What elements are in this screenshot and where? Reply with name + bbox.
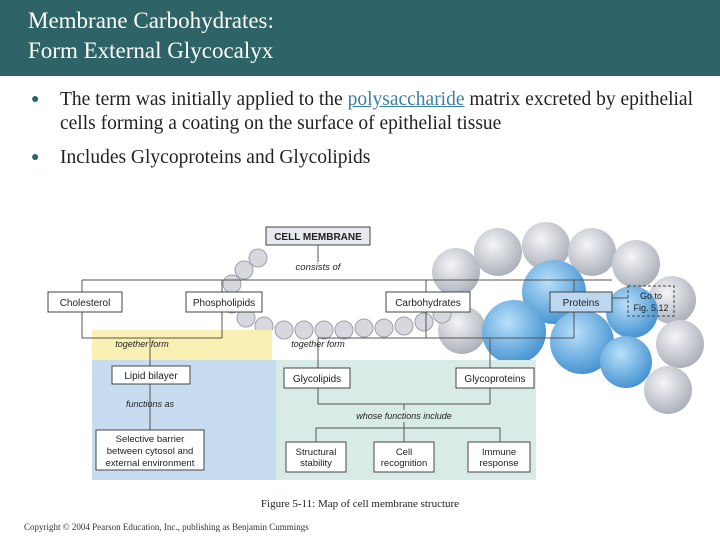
phospholipids-label: Phospholipids [193,298,255,309]
cell-recognition-label-line1: Cell [396,447,412,458]
title-bar: Membrane Carbohydrates: Form External Gl… [0,0,720,76]
cholesterol-box [47,291,123,313]
slide-title-line2: Form External Glycocalyx [28,38,274,63]
structural-stability-box [285,441,347,473]
slide-title-line1: Membrane Carbohydrates: [28,8,274,33]
cell-recognition-box [373,441,435,473]
bullet-item-includes: ● Includes Glycoproteins and Glycolipids [31,147,371,168]
glycoproteins-box [455,367,535,389]
glycolipids-label: Glycolipids [293,374,341,385]
cell-recognition-label-line2: recognition [381,458,427,469]
carbohydrates-label: Carbohydrates [395,298,461,309]
bullet-icon: ● [31,150,40,165]
proteins-label: Proteins [563,298,600,309]
selective-barrier-box [95,429,205,471]
immune-response-box [467,441,531,473]
cell-membrane-label: CELL MEMBRANE [274,232,362,243]
together-form-label-1: together form [115,339,169,349]
polysaccharide-link[interactable]: polysaccharide [347,89,465,110]
figure-caption: Figure 5-11: Map of cell membrane struct… [260,498,460,510]
consists-of-label: consists of [296,262,342,273]
goto-box [627,285,675,317]
carbohydrates-box [385,291,471,313]
connector-lines [81,245,628,442]
cholesterol-label: Cholesterol [60,298,111,309]
barrier-label-line3: external environment [106,458,195,469]
goto-label-line1: Go to [640,291,662,301]
barrier-label-line2: between cytosol and [107,446,194,457]
bullet-list: ● The term was initially applied to the … [28,88,708,180]
lipid-bilayer-label: Lipid bilayer [124,371,178,382]
bullet-icon: ● [31,92,40,107]
glycoproteins-label: Glycoproteins [464,374,525,385]
structural-label-line1: Structural [296,447,337,458]
phospholipids-box [185,291,263,313]
goto-label-line2: Fig. 5.12 [633,303,668,313]
functions-as-label: functions as [126,399,175,409]
bullet-item-definition: ● The term was initially applied to the … [31,89,694,134]
lipid-bilayer-box [111,365,191,385]
structural-label-line2: stability [300,458,332,469]
immune-label-line1: Immune [482,447,516,458]
cell-membrane-box [265,226,371,246]
together-form-label-2: together form [291,339,345,349]
protein-sphere-cluster [432,222,704,414]
immune-label-line2: response [479,458,518,469]
barrier-label-line1: Selective barrier [116,434,185,445]
copyright-notice: Copyright © 2004 Pearson Education, Inc.… [24,522,309,532]
glycolipids-box [283,367,351,389]
proteins-box [549,291,613,313]
whose-functions-label: whose functions include [356,411,452,421]
